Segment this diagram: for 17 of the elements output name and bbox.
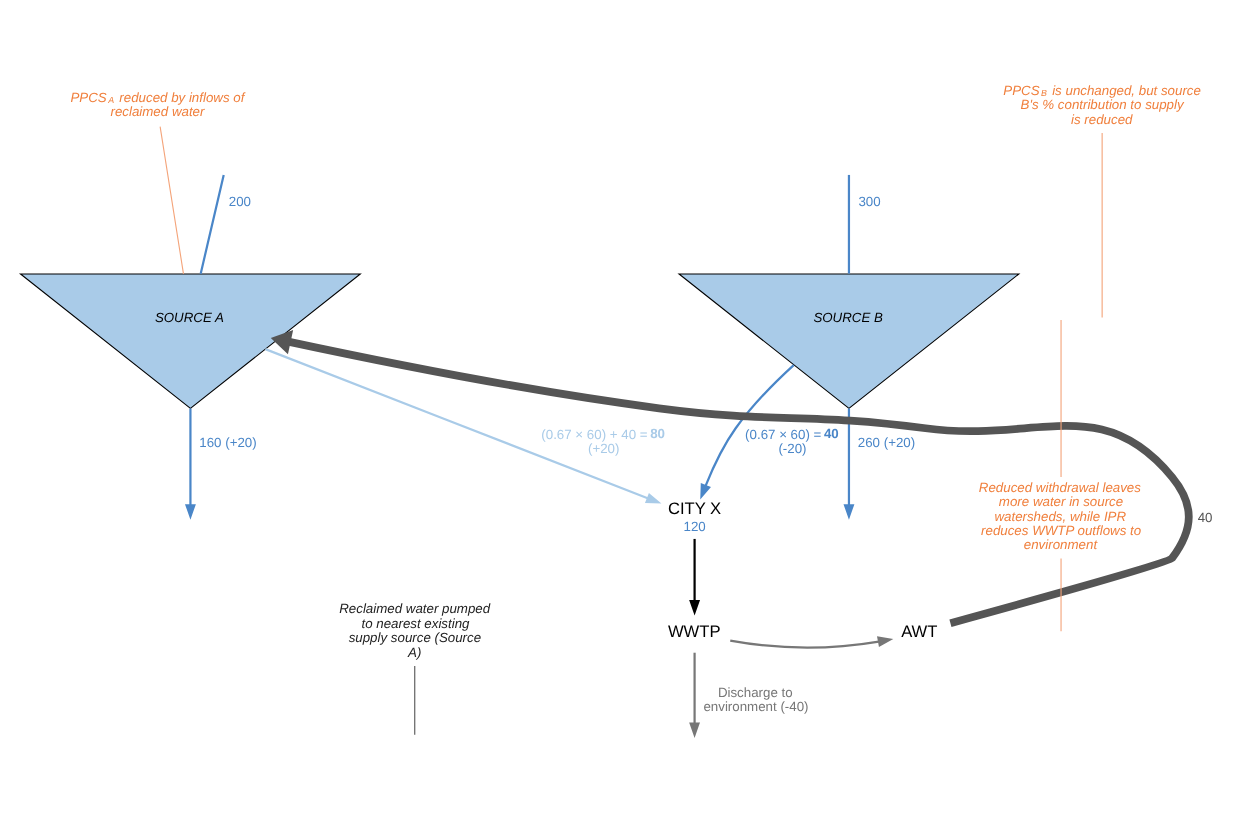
arrow xyxy=(689,652,701,738)
connector xyxy=(1060,319,1062,478)
connector xyxy=(1060,557,1062,632)
arrow xyxy=(184,408,196,520)
connector xyxy=(414,665,416,736)
arrow xyxy=(700,364,795,500)
arrow xyxy=(270,330,1193,627)
connector xyxy=(1101,132,1103,319)
connector xyxy=(847,174,851,274)
connector xyxy=(159,126,185,275)
arrow xyxy=(264,348,662,504)
arrow xyxy=(843,408,855,520)
arrow xyxy=(730,636,894,649)
node-text: AWT xyxy=(901,621,938,642)
connector xyxy=(199,174,225,274)
node-text: WWTP xyxy=(667,621,721,642)
arrow xyxy=(689,538,701,616)
